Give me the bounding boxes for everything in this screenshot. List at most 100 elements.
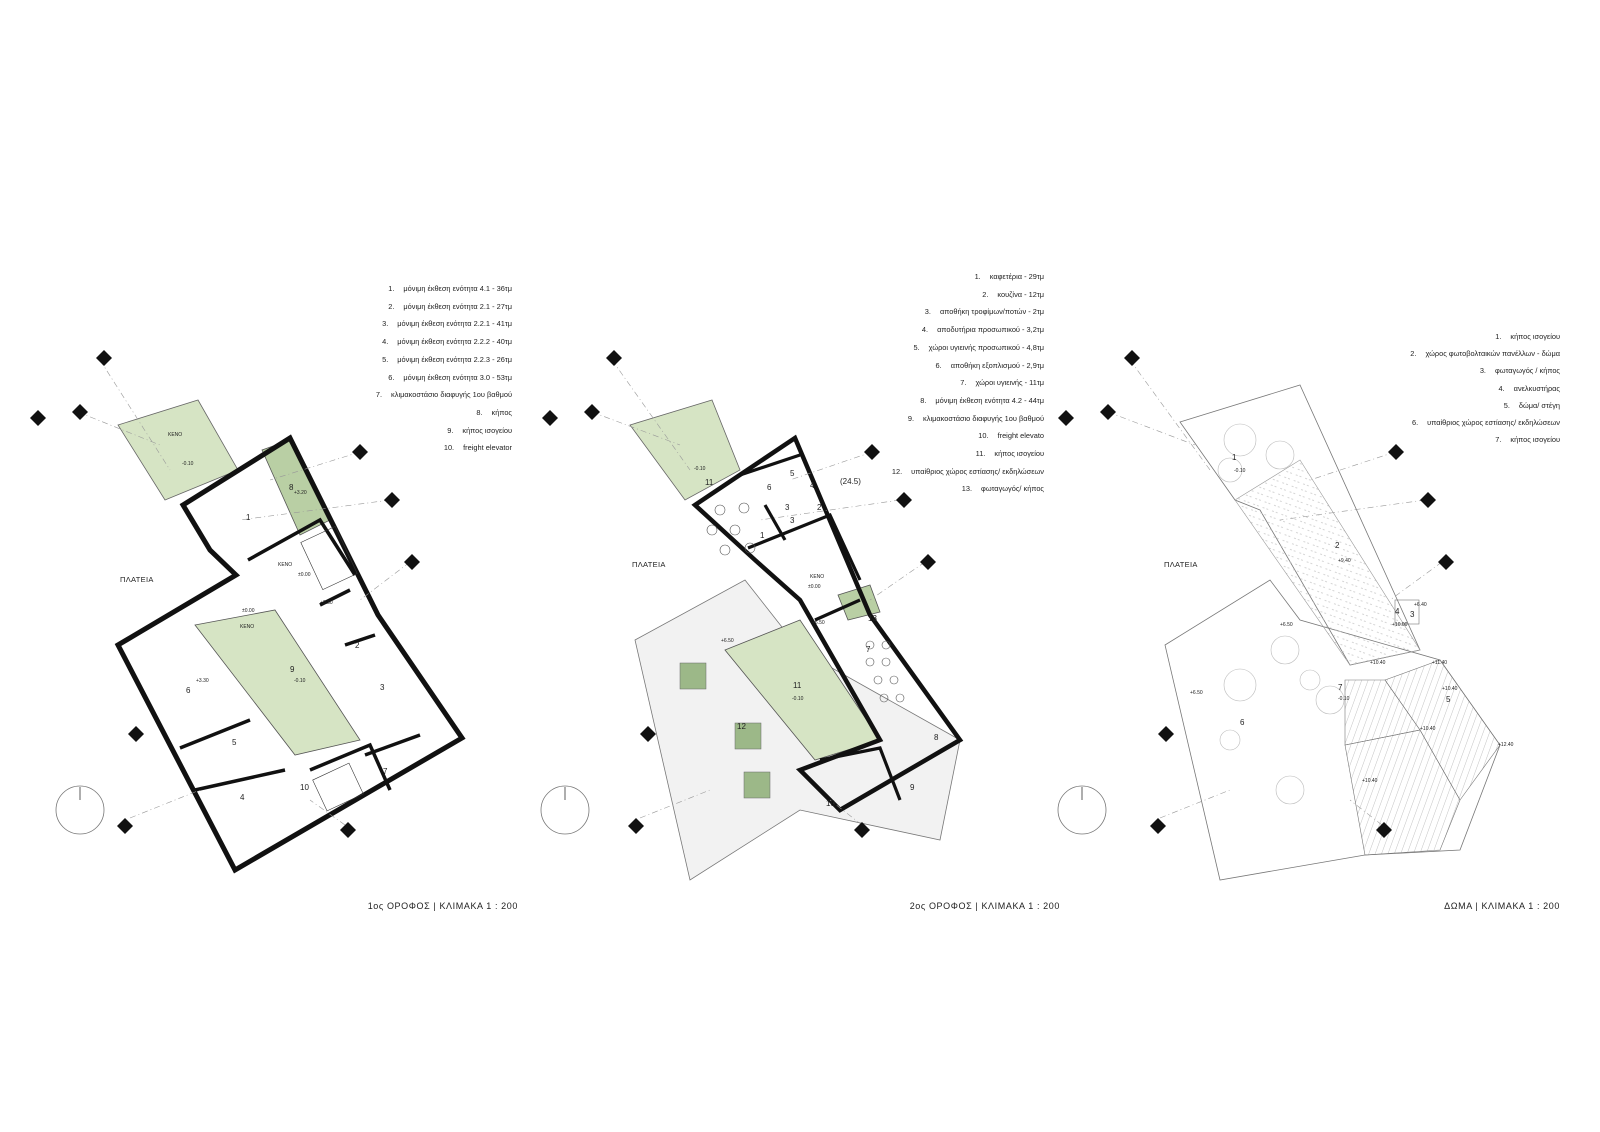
level-mark: +10.40 (1362, 778, 1378, 784)
plan-3-legend: 1.κήπος ισογείου 2.χώρος φωτοβολταικών π… (1410, 328, 1560, 448)
plan-3-marker (1388, 444, 1404, 460)
plan-1-marker (340, 822, 356, 838)
plan-3-lift-3 (1394, 599, 1420, 625)
plan-2-table (734, 722, 762, 750)
legend-item: 3.μόνιμη έκθεση ενότητα 2.2.1 - 41τμ (382, 319, 512, 329)
plan-1-garden-9 (194, 609, 361, 756)
room-number: 6 (767, 483, 772, 492)
room-number: 11 (705, 478, 714, 487)
plan-2-title: 2ος ΟΡΟΦΟΣ | ΚΛΙΜΑΚΑ 1 : 200 (909, 901, 1060, 911)
level-mark: +10.00 (1392, 622, 1408, 628)
plan-1-marker (96, 350, 112, 366)
room-number: 1 (760, 531, 765, 540)
plan-2-marker (628, 818, 644, 834)
legend-item: 5.μόνιμη έκθεση ενότητα 2.2.3 - 26τμ (382, 354, 512, 364)
room-number: 6 (186, 686, 191, 695)
room-number: 8 (289, 483, 294, 492)
legend-item: 4.μόνιμη έκθεση ενότητα 2.2.2 - 40τμ (382, 337, 512, 347)
legend-item: 11.κήπος ισογείου (975, 449, 1044, 459)
plan-1-square-label: ΠΛΑΤΕΙΑ (120, 575, 154, 584)
level-mark: +6.40 (1414, 602, 1427, 608)
legend-item: 7.κλιμακοστάσιο διαφυγής 1ου βαθμού (375, 390, 512, 400)
plan-1-legend: 1.μόνιμη έκθεση ενότητα 4.1 - 36τμ 2.μόν… (376, 280, 512, 457)
plan-2-marker (640, 726, 656, 742)
level-mark: -0.10 (182, 461, 194, 467)
plan-1-marker (72, 404, 88, 420)
level-mark: ±0.00 (298, 572, 311, 578)
void-label: ΚΕΝΟ (810, 574, 824, 580)
level-mark: +6.50 (1190, 690, 1203, 696)
legend-item: 6.αποθήκη εξοπλισμού - 2,9τμ (935, 360, 1044, 370)
level-mark: +3.20 (294, 490, 307, 496)
plan-3-marker (1438, 554, 1454, 570)
plan-1-marker (117, 818, 133, 834)
room-number: 7 (866, 645, 871, 654)
room-number: 3 (1410, 610, 1415, 619)
plan-3-marker (1376, 822, 1392, 838)
plan-2-marker (542, 410, 558, 426)
plan-2-table (679, 662, 707, 690)
room-number: 9 (910, 783, 915, 792)
plan-2-marker (606, 350, 622, 366)
plan-2-marker (854, 822, 870, 838)
room-number: 1 (246, 513, 251, 522)
plan-1-marker (404, 554, 420, 570)
plan-1-top-garden (117, 399, 239, 501)
plan-3-marker (1420, 492, 1436, 508)
legend-item: 7.κήπος ισογείου (1495, 435, 1560, 445)
legend-item: 8.μόνιμη έκθεση ενότητα 4.2 - 44τμ (920, 395, 1044, 405)
plan-1-drawing: 1 2 3 4 5 6 7 8 9 10 ΚΕΝΟ ΚΕΝΟ ΚΕΝΟ -0.1… (30, 350, 466, 874)
plan-3-pv-zone (1234, 459, 1421, 666)
legend-item: 3.αποθήκη τροφίμων/ποτών - 2τμ (924, 307, 1044, 317)
plan-1-marker (128, 726, 144, 742)
legend-item: 10.freight elevato (978, 431, 1044, 441)
legend-item: 10.freight elevator (443, 443, 512, 453)
legend-item: 1.καφετέρια - 29τμ (974, 272, 1044, 281)
plan-2-void-labels: ΚΕΝΟ (810, 574, 824, 580)
legend-item: 2.κουζίνα - 12τμ (982, 289, 1044, 299)
room-number: 5 (1446, 695, 1451, 704)
plan-3-room-numbers: 1 2 3 4 5 6 7 (1232, 453, 1451, 727)
room-number: 2 (355, 641, 360, 650)
plan-2-marker (584, 404, 600, 420)
plan-2-room-numbers: 1 2 3 3 4 5 6 7 8 9 10 11 11 12 13 (705, 469, 939, 808)
plan-2-north-circle (540, 785, 590, 835)
plan-2-levels: -0.10 (24.5) ±0.00 +6.50 +6.50 -0.10 (694, 466, 861, 702)
room-number: 8 (934, 733, 939, 742)
legend-item: 5.δώμα/ στέγη (1503, 400, 1560, 410)
legend-item: 4.ανελκυστήρας (1498, 383, 1561, 393)
plan-2-marker (896, 492, 912, 508)
plan-1-north-circle (55, 785, 105, 835)
level-mark: +10.40 (1370, 660, 1386, 666)
legend-item: 1.κήπος ισογείου (1495, 332, 1560, 341)
room-number: 5 (790, 469, 795, 478)
level-mark: +6.50 (812, 620, 825, 626)
plan-3-north-circle (1057, 785, 1107, 835)
void-label: ΚΕΝΟ (278, 562, 292, 568)
legend-item: 8.κήπος (476, 407, 512, 417)
legend-item: 2.μόνιμη έκθεση ενότητα 2.1 - 27τμ (388, 301, 512, 311)
plan-2-legend: 1.καφετέρια - 29τμ 2.κουζίνα - 12τμ 3.απ… (892, 268, 1044, 498)
plan-2-marker (864, 444, 880, 460)
plan-2-square-label: ΠΛΑΤΕΙΑ (632, 560, 666, 569)
plan-3-drawing: 1 2 3 4 5 6 7 -0.10 +9.40 +6.40 +10.00 +… (1057, 350, 1514, 881)
room-number: 4 (1395, 607, 1400, 616)
plan-1-marker (30, 410, 46, 426)
level-mark: +9.40 (1338, 558, 1351, 564)
void-label: ΚΕΝΟ (240, 624, 254, 630)
legend-item: 1.μόνιμη έκθεση ενότητα 4.1 - 36τμ (388, 284, 512, 293)
level-mark: -0.10 (694, 466, 706, 472)
plan-2-marker (920, 554, 936, 570)
room-number: 12 (737, 722, 746, 731)
room-number: 10 (300, 783, 309, 792)
level-mark: -0.10 (1338, 696, 1350, 702)
room-number: 11 (793, 681, 802, 690)
level-mark: +10.40 (1420, 726, 1436, 732)
room-number: 7 (383, 767, 388, 776)
legend-item: 3.φωταγωγός / κήπος (1479, 366, 1560, 376)
level-mark: +6.50 (1280, 622, 1293, 628)
plan-3-title: ΔΩΜΑ | ΚΛΙΜΑΚΑ 1 : 200 (1444, 901, 1560, 911)
room-number: 1 (1232, 453, 1237, 462)
void-label: ΚΕΝΟ (168, 432, 182, 438)
